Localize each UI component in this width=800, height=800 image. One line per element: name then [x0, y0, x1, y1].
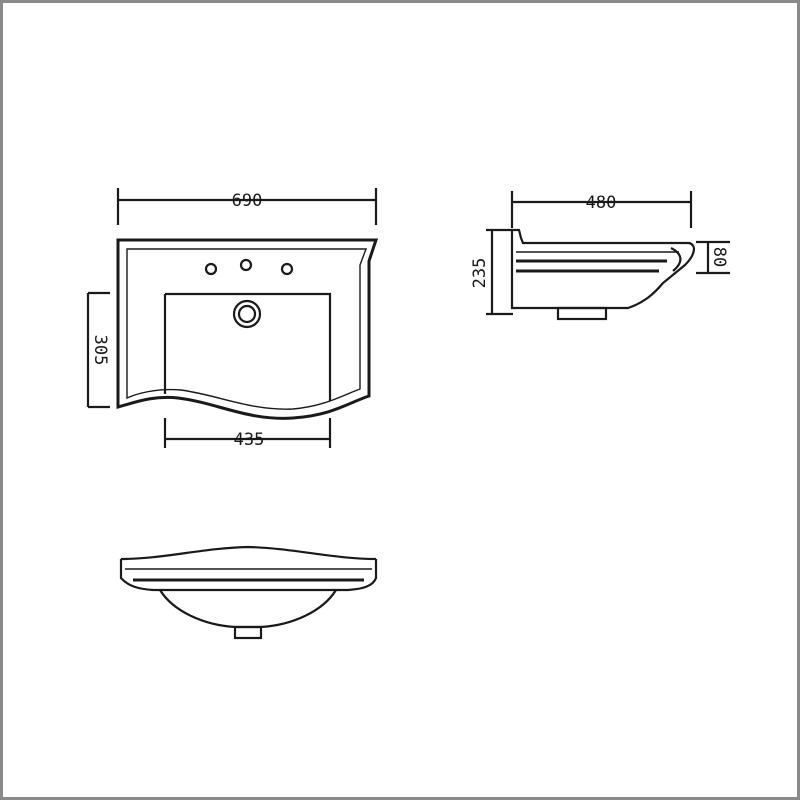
tap-hole-left: [204, 262, 218, 276]
dim-label-rim-height: 80: [709, 247, 729, 267]
side-waste-outlet: [556, 306, 608, 321]
basin-outline-top: [116, 238, 379, 420]
front-rim-body: [119, 559, 378, 592]
basin-inner-rim-top: [126, 248, 368, 410]
front-view: [119, 545, 378, 640]
dim-line-rim-height: [696, 240, 730, 275]
drain-outer: [232, 299, 262, 329]
drain-inner: [237, 304, 257, 324]
dim-label-bowl-width: 435: [234, 430, 265, 450]
side-front-curl: [670, 247, 682, 272]
dim-label-top-width: 690: [232, 191, 263, 211]
dim-label-side-depth: 480: [586, 193, 617, 213]
tap-hole-right: [280, 262, 294, 276]
basin-side-profile: [510, 228, 695, 310]
front-waste-outlet: [233, 625, 263, 640]
basin-technical-drawing: 690 305 435: [86, 188, 730, 640]
tap-hole-center: [239, 258, 253, 272]
dim-line-bowl-width: [163, 418, 332, 448]
dim-line-top-depth: [86, 291, 110, 409]
dim-line-side-height: [486, 228, 513, 316]
top-view: 690 305 435: [86, 188, 379, 450]
front-rim-top: [120, 545, 377, 561]
dim-line-side-depth: [510, 191, 693, 228]
side-view: 480 235 80: [470, 191, 730, 321]
dim-label-side-height: 235: [470, 258, 490, 289]
front-bowl-underside: [159, 589, 337, 629]
dim-label-top-depth: 305: [90, 335, 110, 366]
bowl-outline-top: [163, 292, 332, 401]
dim-line-top-width: [116, 188, 378, 225]
